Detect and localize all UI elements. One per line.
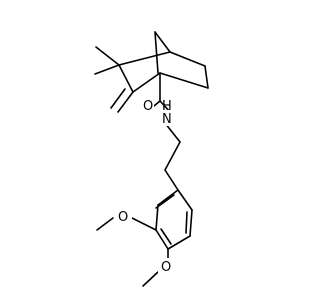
bond [131,217,157,231]
label-bg [138,98,154,112]
bond [167,235,191,250]
bond [94,64,120,75]
amide-nitrogen-label: N [162,112,172,127]
bond [159,72,209,89]
bond [169,51,206,67]
carbonyl-oxygen-label: O [143,99,153,114]
amide-hydrogen-label: H [162,99,172,114]
bond [157,189,179,206]
bond [118,51,171,66]
methoxy-oxygen-upper-label: O [118,210,128,225]
bond [160,228,172,245]
bond [185,211,188,234]
bond [177,189,193,211]
methoxy-groups [96,217,169,287]
label-bg [116,208,132,224]
bond [110,88,126,109]
bond [142,271,159,287]
atom-labels: O N H O O [116,98,176,275]
bond [96,217,114,231]
bond [164,141,181,171]
bond [154,31,159,74]
bond [117,91,134,113]
bond [154,31,171,53]
bond [189,209,193,237]
methoxy-oxygen-lower-label: O [161,260,171,275]
bond [164,122,181,143]
bond [118,64,134,93]
bond [155,194,175,209]
bond [132,72,161,93]
label-bg [158,110,176,126]
bond [95,46,120,66]
bond [155,204,159,231]
ethyl-linker [164,141,181,171]
label-bg [158,258,174,274]
molecule-structure: O N H O O [94,31,209,287]
bicyclic-core [94,31,209,113]
dimethoxyphenyl-ring [155,169,193,250]
bond [204,65,209,89]
bond [155,229,169,250]
bond [164,169,179,191]
bond [153,100,161,107]
